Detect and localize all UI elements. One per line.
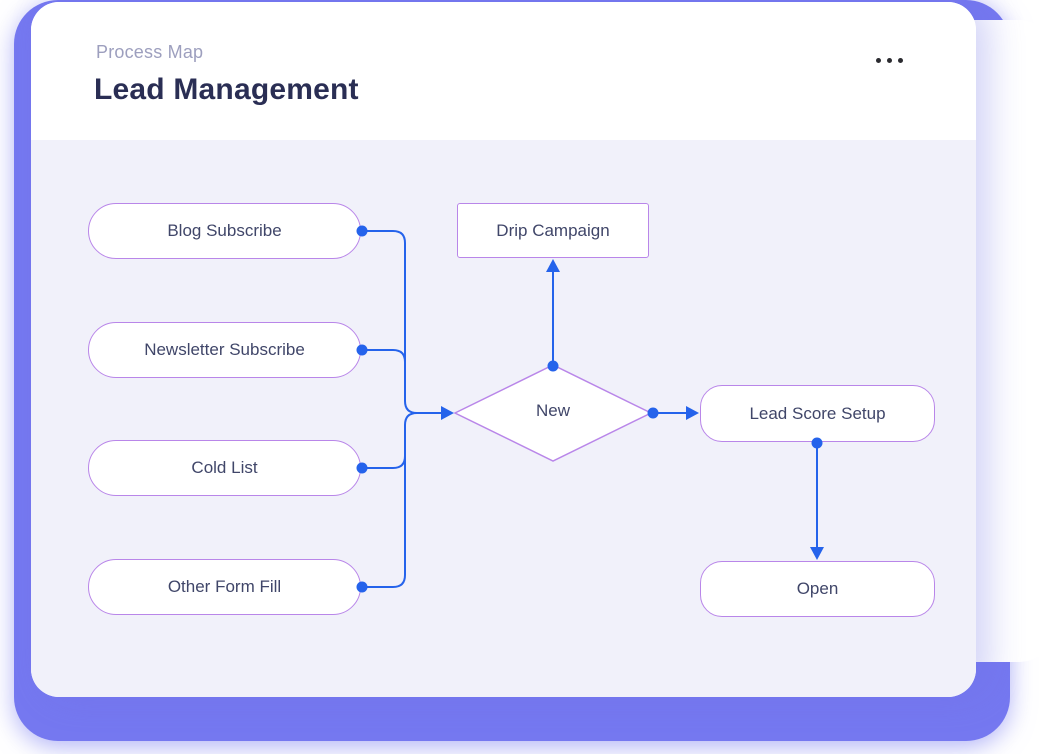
node-label: Other Form Fill	[167, 577, 282, 596]
node-label: Blog Subscribe	[167, 221, 282, 240]
node-label: Drip Campaign	[496, 220, 610, 240]
node-label: Cold List	[191, 458, 258, 477]
node-blog-subscribe[interactable]: Blog Subscribe	[88, 203, 361, 259]
ellipsis-icon	[897, 57, 903, 63]
ellipsis-icon	[875, 57, 881, 63]
node-drip-campaign[interactable]: Drip Campaign	[457, 203, 649, 258]
node-open[interactable]: Open	[700, 561, 935, 617]
ellipsis-menu-button[interactable]	[867, 46, 911, 74]
node-label: Open	[796, 579, 839, 598]
node-cold-list[interactable]: Cold List	[88, 440, 361, 496]
card-header: Process Map Lead Management	[31, 2, 976, 140]
node-lead-score-setup[interactable]: Lead Score Setup	[700, 385, 935, 442]
node-label: Newsletter Subscribe	[144, 340, 305, 359]
node-other-form-fill[interactable]: Other Form Fill	[88, 559, 361, 615]
ellipsis-icon	[886, 57, 892, 63]
node-label: Lead Score Setup	[749, 403, 886, 423]
card-subtitle: Process Map	[96, 42, 204, 62]
node-newsletter-subscribe[interactable]: Newsletter Subscribe	[88, 322, 361, 378]
page-title: Lead Management	[94, 73, 359, 106]
